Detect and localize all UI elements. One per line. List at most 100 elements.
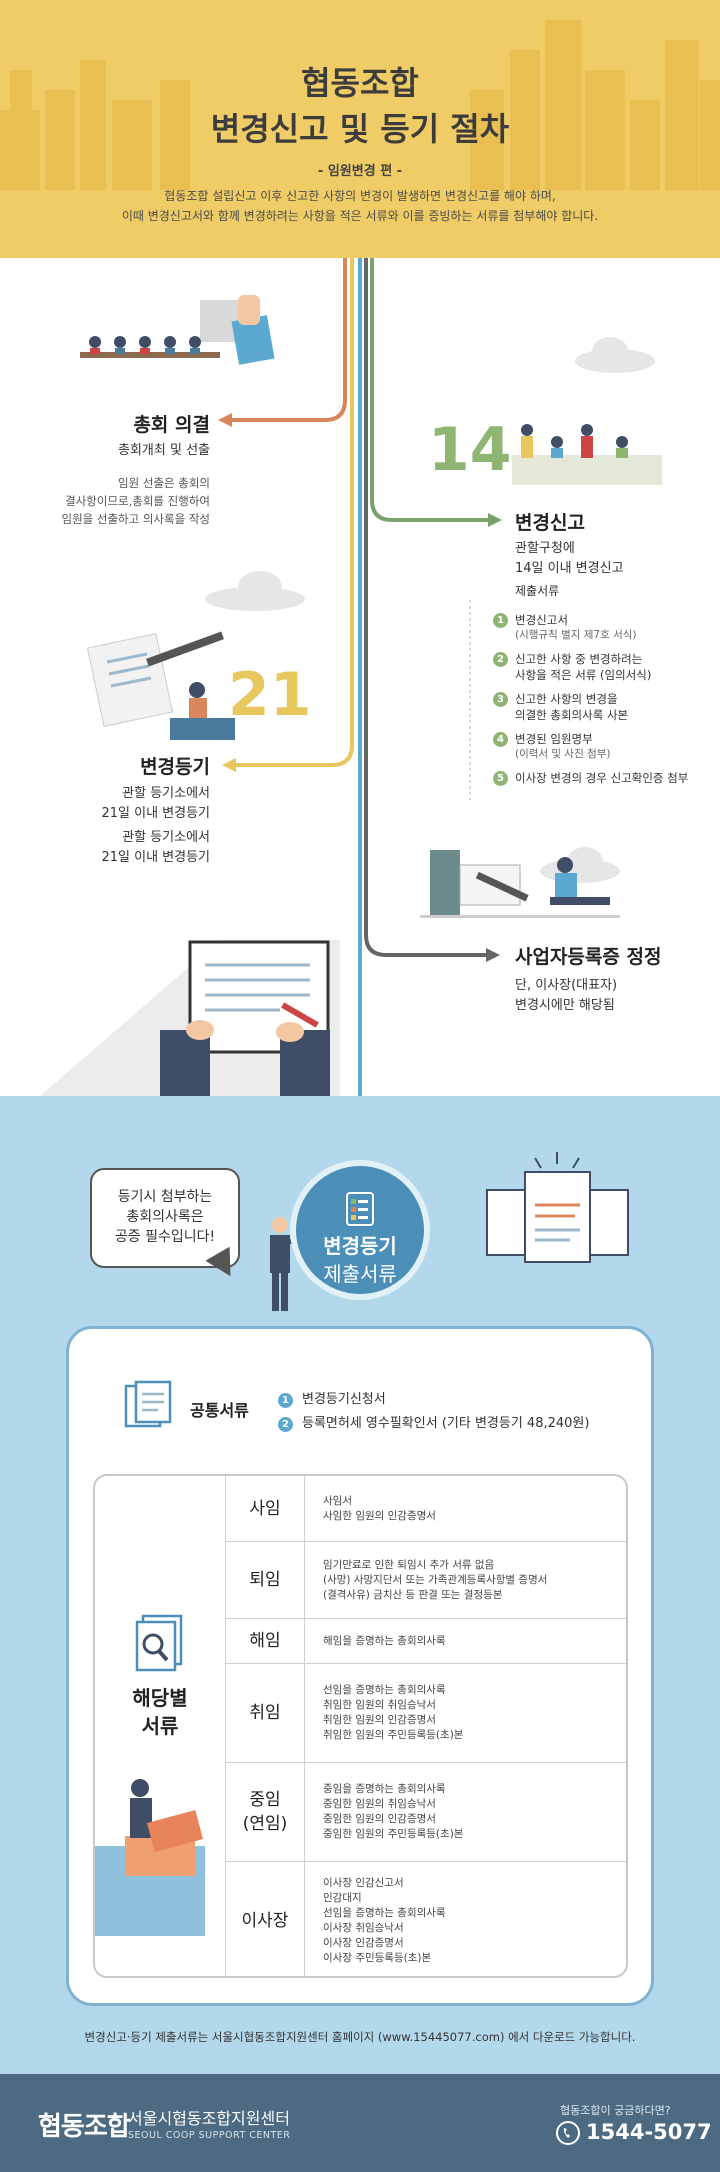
row-value: 이사장 인감증명서 xyxy=(323,1937,404,1949)
description-line2: 이때 변경신고서와 함께 변경하려는 사항을 적은 서류와 이를 증빙하는 서류… xyxy=(121,209,599,223)
row-value: 해임을 증명하는 총회의사록 xyxy=(323,1634,446,1647)
row-key: 취임 xyxy=(225,1664,305,1762)
step-general-meeting-title: 총회 의결 xyxy=(133,414,210,436)
table-row: 이사장 이사장 인감신고서 인감대지 선임을 증명하는 총회의사록 이사장 취임… xyxy=(225,1861,626,1976)
list-item-text: 변경등기신청서 xyxy=(302,1392,386,1407)
notice-speech-bubble: 등기시 첨부하는 총회의사록은 공증 필수입니다! xyxy=(90,1168,240,1268)
list-item: 3 신고한 사항의 변경을 의결한 총회의사록 사본 xyxy=(493,691,720,723)
header-banner: 협동조합 변경신고 및 등기 절차 - 임원변경 편 - 협동조합 설립신고 이… xyxy=(0,0,720,258)
table-row: 중임 (연임) 중임을 증명하는 총회의사록 중임한 임원의 취임승낙서 중임한… xyxy=(225,1762,626,1861)
page-title-line1: 협동조합 xyxy=(301,64,419,102)
row-key: 중임 (연임) xyxy=(225,1763,305,1861)
bubble-line2: 총회의사록은 xyxy=(126,1209,204,1225)
cloud-icon xyxy=(205,571,305,611)
common-docs-title: 공통서류 xyxy=(190,1401,249,1420)
table-title: 해당별 서류 xyxy=(95,1684,225,1740)
list-item-number: 5 xyxy=(493,771,508,786)
row-values: 임기만료로 인한 퇴임시 추가 서류 없음 (사망) 사망지단서 또는 가족관계… xyxy=(323,1542,623,1618)
step-general-meeting-note: 임원 선출은 총회의 결사항이므로,총회를 진행하여 임원을 선출하고 의사록을… xyxy=(20,474,210,528)
row-value: 중임을 증명하는 총회의사록 xyxy=(323,1783,446,1795)
change-report-sub-line1: 관할구청에 xyxy=(515,541,575,556)
step-registration-title: 변경등기 xyxy=(140,756,210,778)
list-item: 2 등록면허세 영수필확인서 (기타 변경등기 48,240원) xyxy=(278,1412,589,1436)
table-title-line1: 해당별 xyxy=(132,1686,188,1710)
registration-sub-line2: 21일 이내 변경등기 xyxy=(101,806,210,821)
list-item-sub: (이력서 및 사진 첨부) xyxy=(515,748,611,760)
list-item-number: 1 xyxy=(278,1393,293,1408)
phone-icon xyxy=(556,2121,580,2145)
row-value: 임기만료로 인한 퇴임시 추가 서류 없음 xyxy=(323,1558,495,1571)
presenter-illustration xyxy=(270,1217,306,1311)
list-item-text: 이사장 변경의 경우 신고확인증 첨부 xyxy=(515,771,689,785)
row-value: 이사장 취임승낙서 xyxy=(323,1922,404,1934)
step-general-meeting-sub: 총회개최 및 선출 xyxy=(118,443,210,458)
registration-days-number: 21 xyxy=(228,660,312,730)
row-value: 취임한 임원의 인감증명서 xyxy=(323,1714,436,1726)
common-docs-list: 1 변경등기신청서 2 등록면허세 영수필확인서 (기타 변경등기 48,240… xyxy=(278,1388,589,1436)
cloud-icon xyxy=(575,337,655,373)
row-value: 사임서 xyxy=(323,1494,352,1507)
row-values: 중임을 증명하는 총회의사록 중임한 임원의 취임승낙서 중임한 임원의 인감증… xyxy=(323,1763,623,1861)
list-item-number: 2 xyxy=(493,652,508,667)
description-line1: 협동조합 설립신고 이후 신고한 사항의 변경이 발생하면 변경신고를 해야 하… xyxy=(164,189,556,203)
contact-phone: 1544-5077 xyxy=(586,2120,712,2144)
list-item-text: 등록면허세 영수필확인서 (기타 변경등기 48,240원) xyxy=(302,1416,590,1431)
table-row: 퇴임 임기만료로 인한 퇴임시 추가 서류 없음 (사망) 사망지단서 또는 가… xyxy=(225,1541,626,1618)
coop-logo: 협동조합 xyxy=(38,2112,131,2142)
step-change-report-sub: 관할구청에 14일 이내 변경신고 xyxy=(515,539,624,579)
row-value: 취임한 임원의 취임승낙서 xyxy=(323,1699,436,1711)
step-change-report-title: 변경신고 xyxy=(515,512,585,534)
business-cert-sub-line2: 변경시에만 해당됨 xyxy=(515,998,615,1013)
list-item: 1 변경등기신청서 xyxy=(278,1388,589,1412)
list-item-text: 신고한 사항의 변경을 xyxy=(515,692,618,706)
bubble-line3: 공증 필수입니다! xyxy=(114,1229,216,1245)
change-report-days-number: 14 xyxy=(428,415,512,485)
row-value: (결격사유) 금치산 등 판결 또는 결정등본 xyxy=(323,1588,503,1601)
row-value: 사임한 임원의 인감증명서 xyxy=(323,1509,436,1522)
checklist-icon xyxy=(346,1192,374,1226)
list-item: 4 변경된 임원명부 (이력서 및 사진 첨부) xyxy=(493,731,720,762)
note-line3: 임원을 선출하고 의사록을 작성 xyxy=(61,512,210,526)
row-key-line2: (연임) xyxy=(242,1814,288,1834)
list-item-number: 2 xyxy=(278,1417,293,1432)
list-item-sub: (시행규칙 별지 제7호 서식) xyxy=(515,629,637,641)
page-title-line2: 변경신고 및 등기 절차 xyxy=(210,110,510,148)
registration-docs-circle: 변경등기 제출서류 xyxy=(290,1160,430,1300)
step-business-cert-sub: 단, 이사장(대표자) 변경시에만 해당됨 xyxy=(515,976,617,1016)
table-row: 취임 선임을 증명하는 총회의사록 취임한 임원의 취임승낙서 취임한 임원의 … xyxy=(225,1663,626,1762)
org-english-name: SEOUL COOP SUPPORT CENTER xyxy=(128,2130,291,2141)
step-registration-sub: 관할 등기소에서 21일 이내 변경등기 관할 등기소에서 21일 이내 변경등… xyxy=(30,784,210,868)
download-footnote: 변경신고·등기 제출서류는 서울시협동조합지원센터 홈페이지 (www.1544… xyxy=(84,2030,636,2044)
meeting-illustration xyxy=(80,295,275,365)
page-description: 협동조합 설립신고 이후 신고한 사항의 변경이 발생하면 변경신고를 해야 하… xyxy=(0,186,720,226)
document-pen-illustration xyxy=(86,631,235,740)
folder-docs-icon xyxy=(124,1380,172,1428)
documents-stack-icon xyxy=(486,1152,629,1263)
list-item: 1 변경신고서 (시행규칙 별지 제7호 서식) xyxy=(493,612,720,643)
row-values: 사임서 사임한 임원의 인감증명서 xyxy=(323,1476,623,1541)
search-document-icon xyxy=(135,1614,183,1672)
row-key: 사임 xyxy=(225,1476,305,1541)
registration-sub-line4: 21일 이내 변경등기 xyxy=(101,850,210,865)
registration-sub-line1: 관할 등기소에서 xyxy=(122,786,210,801)
list-item-number: 1 xyxy=(493,613,508,628)
note-line1: 임원 선출은 총회의 xyxy=(118,476,210,490)
list-item-text-2: 사항을 적은 서류 (임의서식) xyxy=(515,668,652,682)
row-value: 중임한 임원의 주민등록등(초)본 xyxy=(323,1828,464,1840)
org-name: 서울시협동조합지원센터 xyxy=(128,2109,290,2128)
circle-title-line2: 제출서류 xyxy=(323,1262,397,1286)
row-value: 선임을 증명하는 총회의사록 xyxy=(323,1907,446,1919)
list-item-text-2: 의결한 총회의사록 사본 xyxy=(515,708,629,722)
change-report-sub-line2: 14일 이내 변경신고 xyxy=(515,561,624,576)
business-cert-sub-line1: 단, 이사장(대표자) xyxy=(515,978,618,993)
list-item: 5 이사장 변경의 경우 신고확인증 첨부 xyxy=(493,770,720,786)
list-item-text: 신고한 사항 중 변경하려는 xyxy=(515,652,643,666)
list-item-text: 변경된 임원명부 xyxy=(515,732,593,746)
table-left-column: 해당별 서류 xyxy=(95,1476,225,1976)
row-key: 이사장 xyxy=(225,1862,305,1976)
row-key: 퇴임 xyxy=(225,1542,305,1618)
table-title-line2: 서류 xyxy=(141,1714,179,1738)
row-values: 이사장 인감신고서 인감대지 선임을 증명하는 총회의사록 이사장 취임승낙서 … xyxy=(323,1862,623,1976)
office-counter-illustration xyxy=(512,424,662,485)
